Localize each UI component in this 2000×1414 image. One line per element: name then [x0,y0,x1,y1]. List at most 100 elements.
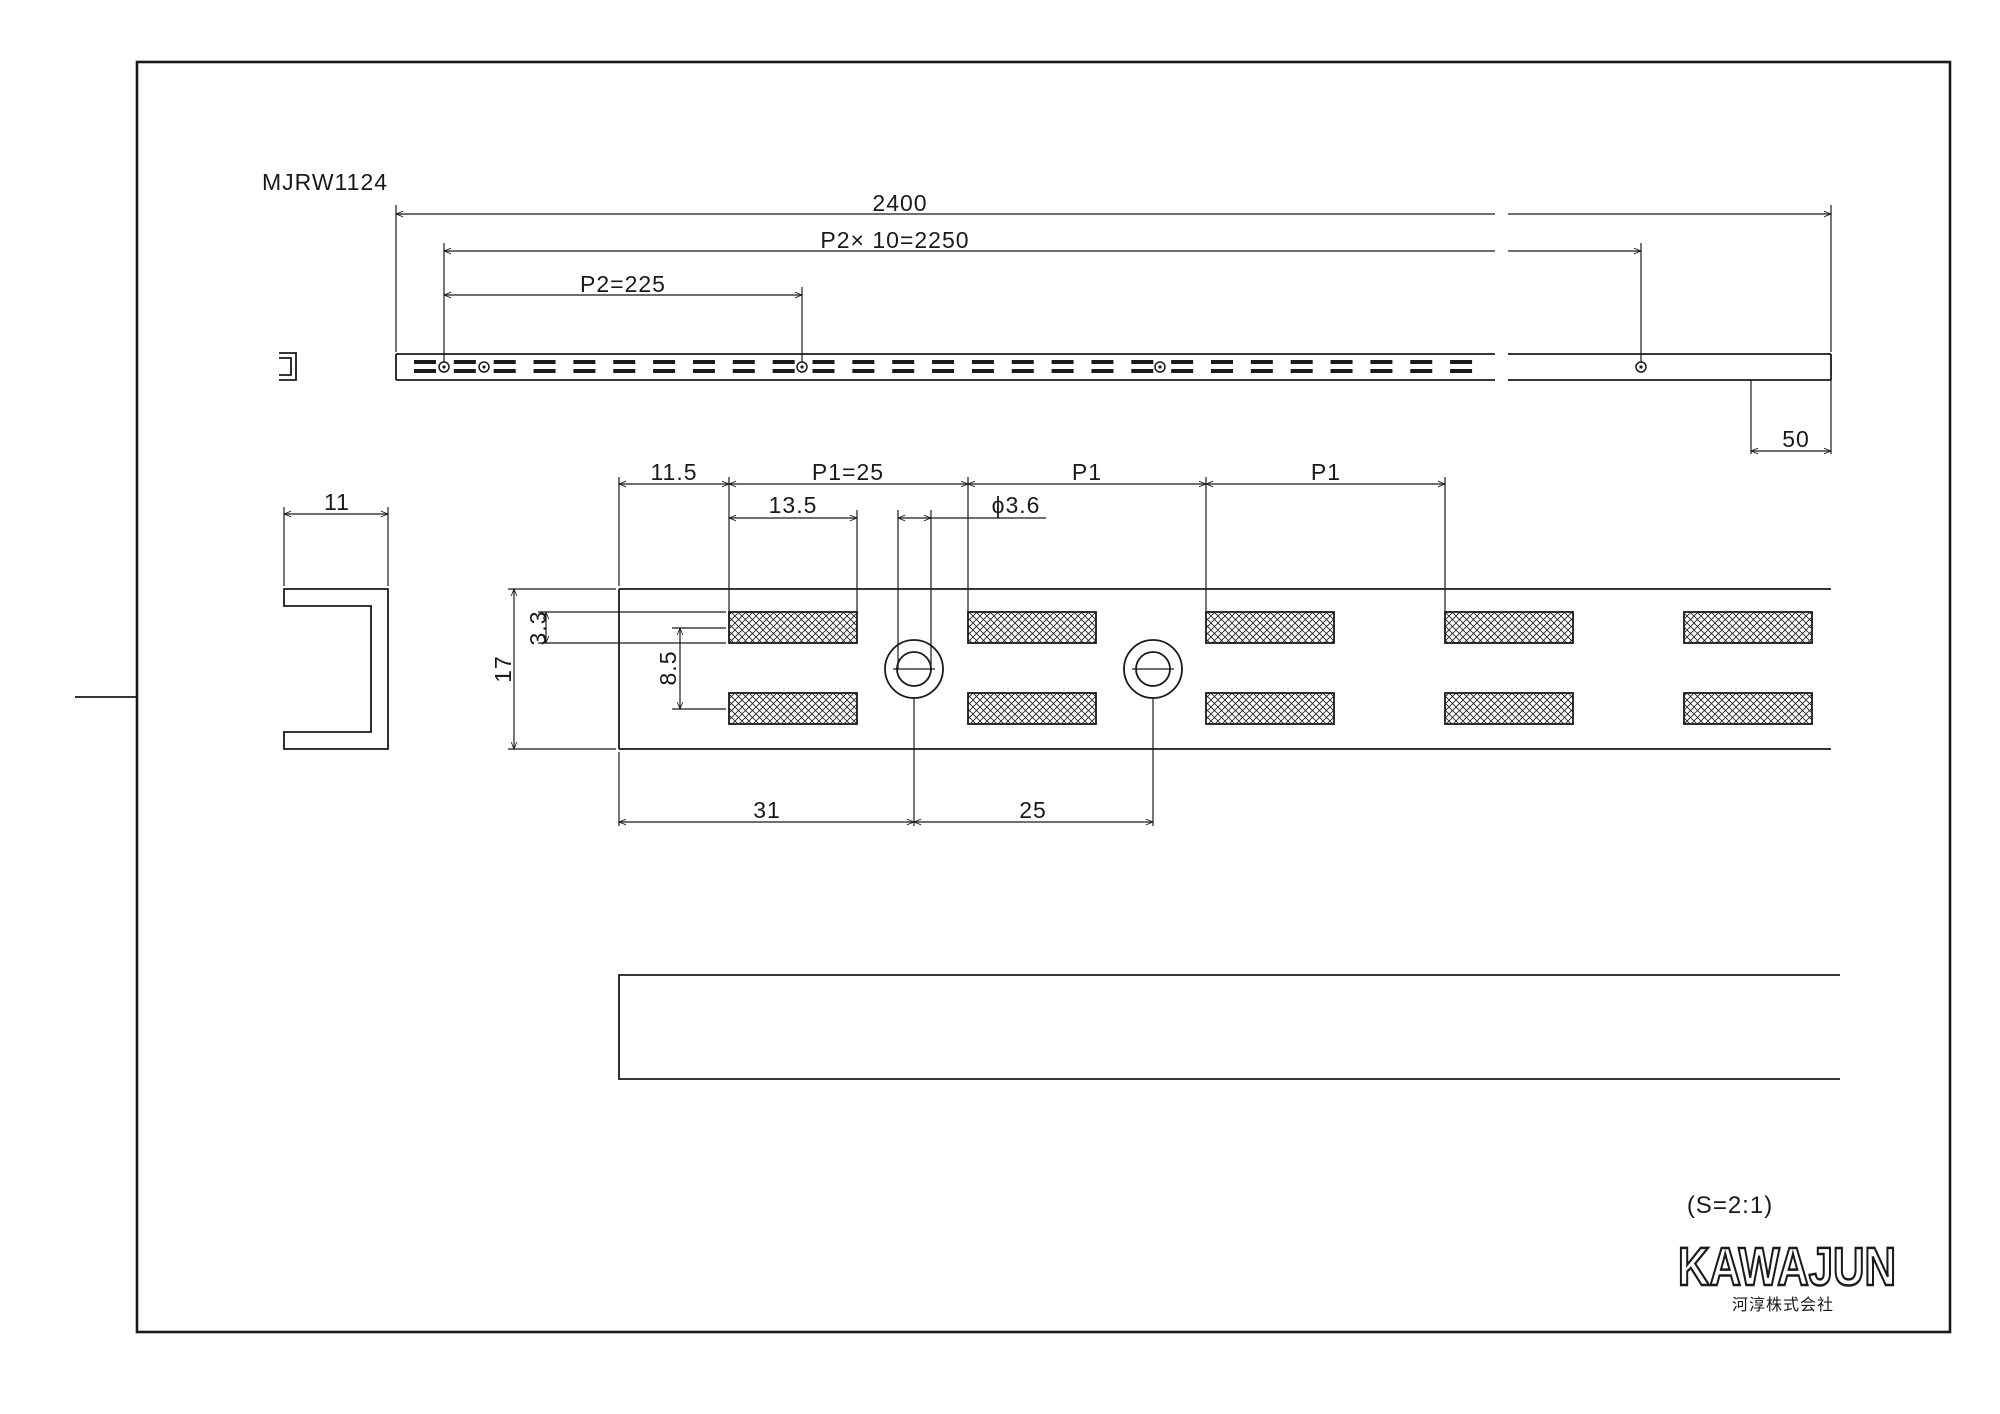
pitch-p2-label: P2=225 [580,271,666,297]
rail-slot [1011,369,1034,373]
rail-slot [1091,369,1114,373]
p1-third-label: P1 [1311,459,1341,485]
rail-hole [438,361,450,373]
rail-slot [732,360,755,364]
mount-hole-2 [1123,639,1183,699]
detail-slot [967,611,1097,644]
mount-hole-1 [884,639,944,699]
rail-slot [1091,360,1114,364]
rail-slot [892,360,915,364]
rail-slot [1330,360,1353,364]
rail-slot [1290,369,1313,373]
part-number: MJRW1124 [262,169,388,195]
slot-spacing-label: 8.5 [655,651,681,686]
rail-slot [1131,360,1154,364]
overview-dimension-p2: P2=225 [444,271,802,365]
rail-slot [533,369,556,373]
rail-slot [453,369,476,373]
rail-slot [772,360,795,364]
rail-hole [1635,361,1647,373]
overview-dimension-total: 2400 [396,190,1831,352]
rail-slot [732,369,755,373]
rail-slot [772,369,795,373]
rail-slot [971,360,994,364]
rail-slot [852,369,875,373]
rail-slot [493,360,516,364]
detail-slot [1683,692,1813,725]
total-length-label: 2400 [872,190,927,216]
hole-diameter-label: ϕ3.6 [992,492,1041,518]
section-width-label: 11 [324,489,350,515]
rail-slot [414,360,436,364]
kawajun-logo: KAWAJUN 河淳株式会社 [1677,1236,1898,1314]
rail-slot [1450,360,1473,364]
hole-offset-label: 31 [753,797,781,823]
rail-slot [1250,360,1273,364]
detail-slots [728,611,1813,725]
rail-overview-holes [438,361,1647,373]
rail-slot [1370,369,1393,373]
rail-slot [932,369,955,373]
rail-hole [1154,361,1166,373]
rail-slot [1211,369,1233,373]
detail-view [618,588,1831,750]
detail-slot [967,692,1097,725]
rail-hole [796,361,808,373]
overview-dimension-end-margin: 50 [1751,380,1831,454]
rail-slot [1051,369,1074,373]
slot-height-label: 3.3 [525,611,551,646]
detail-slot [1205,692,1335,725]
rail-overview-slots [414,360,1473,373]
rail-slot [892,369,915,373]
rail-slot [852,360,875,364]
rail-slot [613,369,636,373]
rail-slot [1051,360,1074,364]
rail-slot [613,360,636,364]
rail-slot [1171,369,1194,373]
rail-slot [1250,369,1273,373]
rail-slot [1370,360,1393,364]
rail-slot [453,360,476,364]
rail-slot [971,369,994,373]
height-label: 17 [490,655,516,683]
rail-slot [414,369,436,373]
rail-slot [1330,369,1353,373]
rail-hole [478,361,490,373]
detail-dimension-left: 17 3.3 8.5 [490,589,726,749]
detail-slot [1444,692,1574,725]
rail-slot [692,369,715,373]
detail-dimension-bottom: 31 25 [619,698,1153,826]
cross-section-view: 11 [284,489,388,750]
rail-slot [812,360,835,364]
rail-slot [493,369,516,373]
rail-slot [1450,369,1473,373]
company-name: 河淳株式会社 [1732,1296,1834,1314]
rail-slot [573,360,596,364]
overview-dimension-pitch-total: P2× 10=2250 [444,227,1641,365]
rail-slot [653,369,676,373]
end-margin-label: 50 [1782,426,1810,452]
rail-slot [1410,360,1433,364]
detail-slot [1205,611,1335,644]
profile-icon [279,352,297,381]
rail-overview [395,353,1832,381]
rail-slot [533,360,556,364]
detail-slot [1444,611,1574,644]
detail-slot [728,692,858,725]
brand-logo-text: KAWAJUN [1678,1237,1896,1297]
detail-slot [1683,611,1813,644]
hole-pitch-label: 25 [1019,797,1047,823]
rail-slot [653,360,676,364]
rail-slot [1211,360,1233,364]
pitch-total-label: P2× 10=2250 [820,227,969,253]
detail-dimension-top: 11.5 P1=25 P1 P1 13.5 ϕ3.6 [619,459,1445,669]
rail-slot [573,369,596,373]
p1-second-label: P1 [1072,459,1102,485]
rail-slot [932,360,955,364]
rail-slot [1410,369,1433,373]
rail-slot [1171,360,1194,364]
detail-slot [728,611,858,644]
rail-slot [1131,369,1154,373]
rail-slot [812,369,835,373]
scale-label: (S=2:1) [1687,1192,1773,1219]
